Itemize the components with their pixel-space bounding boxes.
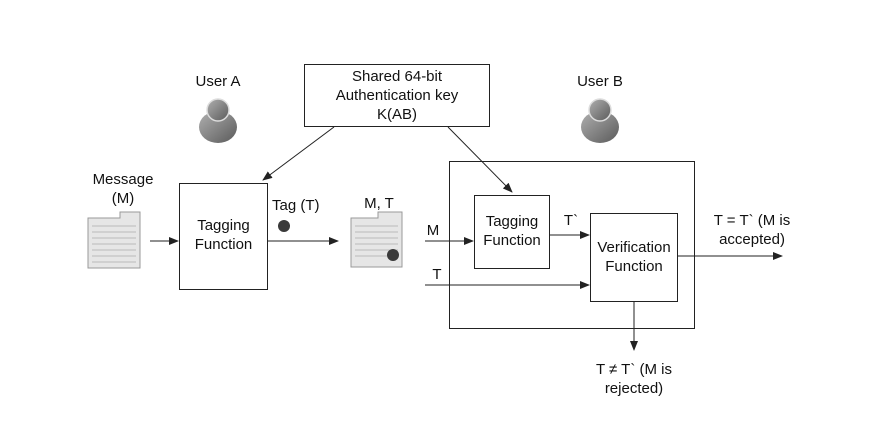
mt-document-icon xyxy=(350,211,403,268)
shared-key-box: Shared 64-bit Authentication key K(AB) xyxy=(304,64,490,127)
m-input-label: M xyxy=(426,222,440,239)
tagging-function-b-box: Tagging Function xyxy=(474,195,550,269)
t-input-label: T xyxy=(432,266,442,283)
user-b-icon xyxy=(581,98,619,143)
key-to-tagging-a-arrow xyxy=(262,126,335,181)
message-label: Message (M) xyxy=(80,170,166,208)
tagging-a-line1: Tagging xyxy=(197,217,250,234)
tag-label: Tag (T) xyxy=(272,197,320,214)
rejected-line2: rejected) xyxy=(604,380,664,397)
mt-label: M, T xyxy=(364,195,394,212)
tag-dot-icon xyxy=(278,220,290,232)
key-to-tagging-b-arrow xyxy=(447,126,513,193)
rejected-line1: T ≠ T` (M is xyxy=(595,361,672,378)
key-line1: Shared 64-bit xyxy=(351,68,443,85)
accepted-line2: accepted) xyxy=(719,231,785,248)
user-b-label: User B xyxy=(577,73,623,90)
t-prime-label: T` xyxy=(563,212,579,229)
rejected-label: T ≠ T` (M is rejected) xyxy=(582,360,686,398)
user-a-label: User A xyxy=(195,73,241,90)
tagging-a-line2: Function xyxy=(194,236,253,253)
key-line3: K(AB) xyxy=(376,106,417,123)
user-a-icon xyxy=(199,98,237,143)
accepted-line1: T = T` (M is xyxy=(713,212,791,229)
tagging-function-a-box: Tagging Function xyxy=(179,183,268,290)
message-line2: (M) xyxy=(111,190,135,207)
tagging-b-line2: Function xyxy=(483,232,541,249)
key-line2: Authentication key xyxy=(335,87,459,104)
message-line1: Message xyxy=(92,171,154,188)
verification-function-box: Verification Function xyxy=(590,213,678,302)
receiver-frame xyxy=(449,161,695,329)
tagging-b-line1: Tagging xyxy=(485,213,539,230)
accepted-label: T = T` (M is accepted) xyxy=(700,211,804,249)
verification-line1: Verification xyxy=(597,239,671,256)
message-document-icon xyxy=(87,211,141,269)
verification-line2: Function xyxy=(605,258,663,275)
